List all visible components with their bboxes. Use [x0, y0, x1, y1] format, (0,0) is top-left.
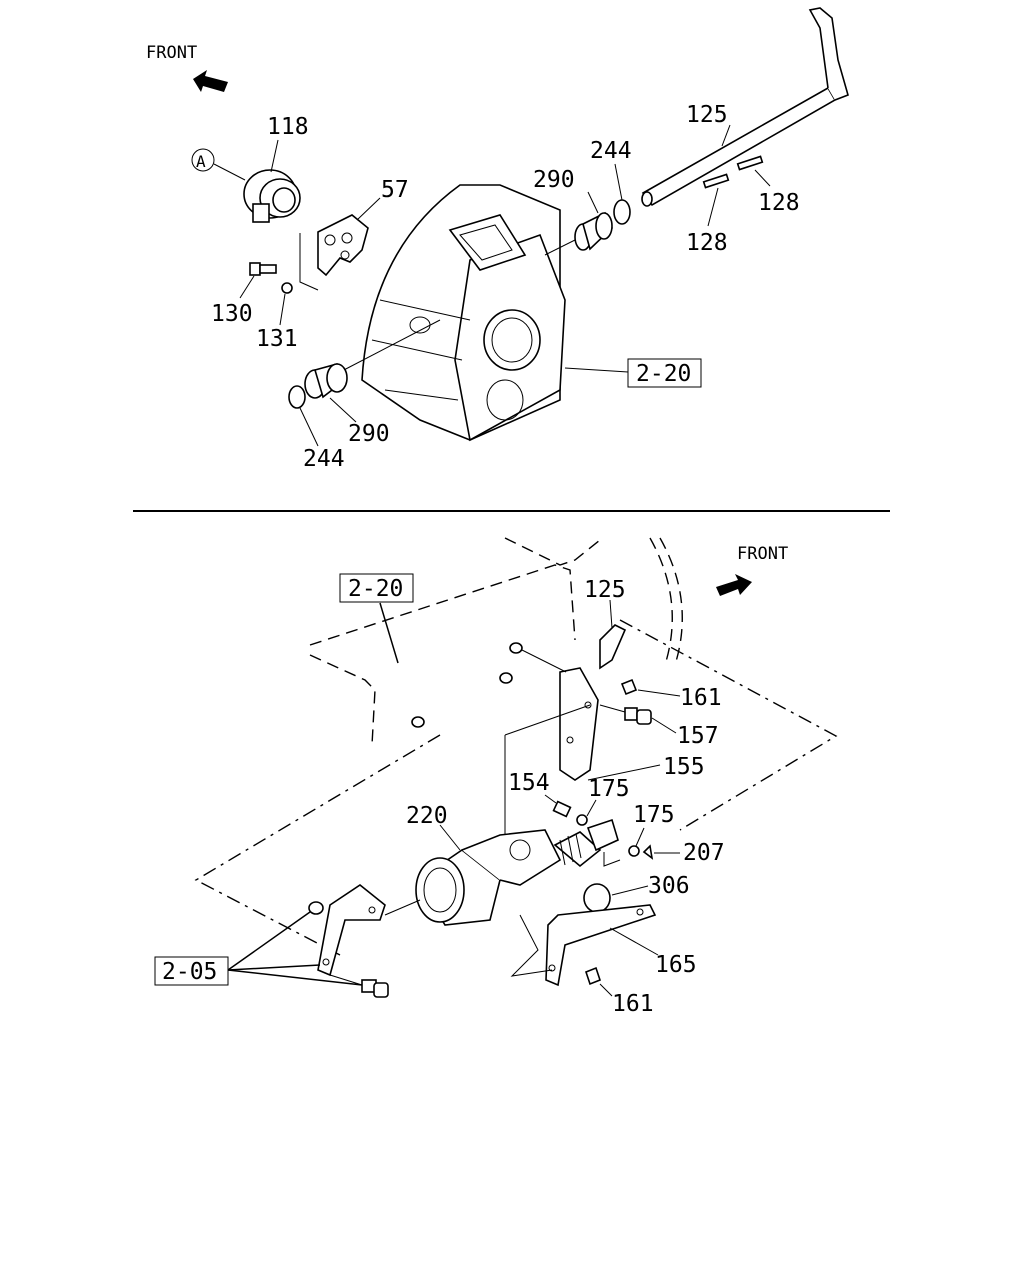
callout-175-b: 175 — [633, 802, 675, 828]
front-label-bottom: FRONT — [737, 544, 788, 564]
callout-128-a: 128 — [686, 230, 728, 256]
washer-175-b — [628, 845, 640, 857]
callout-157: 157 — [677, 723, 719, 749]
shaft-125 — [641, 7, 849, 207]
bracket-155 — [559, 667, 599, 781]
release-bearing-118 — [243, 169, 301, 223]
callout-118: 118 — [267, 114, 309, 140]
callout-125-top: 125 — [686, 102, 728, 128]
front-arrow-top — [193, 70, 228, 92]
callout-175-a: 175 — [588, 776, 630, 802]
clutch-booster-220 — [415, 818, 619, 926]
bolt-157 — [624, 707, 652, 725]
callout-306: 306 — [648, 873, 690, 899]
bolt-130 — [249, 262, 277, 276]
circle-ref-a — [191, 148, 215, 172]
lever-125 — [599, 624, 627, 670]
callout-130: 130 — [211, 301, 253, 327]
bracket-165 — [545, 904, 657, 987]
clip-131 — [281, 282, 293, 294]
callout-290-right: 290 — [533, 167, 575, 193]
nut-161-bottom — [585, 966, 601, 986]
callout-131: 131 — [256, 326, 298, 352]
circle-ref-a-text: A — [196, 152, 206, 171]
callout-154: 154 — [508, 770, 550, 796]
callout-161-top: 161 — [680, 685, 722, 711]
seal-244-left — [288, 385, 306, 409]
washer-a — [509, 642, 523, 654]
callout-207: 207 — [683, 840, 725, 866]
front-arrow-bottom — [716, 574, 752, 596]
mount-bracket — [317, 884, 386, 977]
release-fork-57 — [317, 214, 369, 277]
callout-244-left: 244 — [303, 446, 345, 472]
ref-box-2-20-top-text: 2-20 — [636, 361, 691, 387]
ref-box-2-05-text: 2-05 — [162, 959, 217, 985]
callout-128-b: 128 — [758, 190, 800, 216]
callout-155: 155 — [663, 754, 705, 780]
housing-outline-top — [504, 537, 601, 566]
washer-c — [411, 716, 425, 728]
key-128-a — [702, 173, 730, 189]
seal-244-right — [613, 199, 631, 225]
front-label-top: FRONT — [146, 43, 197, 63]
callout-220: 220 — [406, 803, 448, 829]
ref-box-2-20-bottom-text: 2-20 — [348, 576, 403, 602]
callout-57: 57 — [381, 177, 409, 203]
washer-b — [499, 672, 513, 684]
callout-125-bottom: 125 — [584, 577, 626, 603]
callout-165: 165 — [655, 952, 697, 978]
clutch-housing — [361, 184, 566, 442]
bushing-290-left — [304, 363, 348, 399]
bolt-154 — [552, 800, 572, 818]
nut-bracket — [308, 901, 324, 915]
washer-175-a — [576, 814, 588, 826]
callout-290-left: 290 — [348, 421, 390, 447]
bushing-290-right — [574, 211, 613, 251]
pin-207 — [642, 844, 654, 860]
ref-box-2-05 — [154, 956, 229, 986]
callout-244-right: 244 — [590, 138, 632, 164]
bolt-bracket — [361, 979, 389, 998]
top-section: FRONT A 118 57 130 — [146, 7, 849, 472]
key-128-b — [736, 155, 764, 171]
nut-161-top — [620, 678, 638, 696]
callout-161-bottom: 161 — [612, 991, 654, 1017]
ref-box-2-20-top — [627, 358, 702, 388]
bottom-section: FRONT 2-20 155 125 161 — [154, 537, 838, 1017]
ref-box-2-20-bottom — [339, 573, 414, 603]
clamp-306 — [583, 883, 611, 913]
